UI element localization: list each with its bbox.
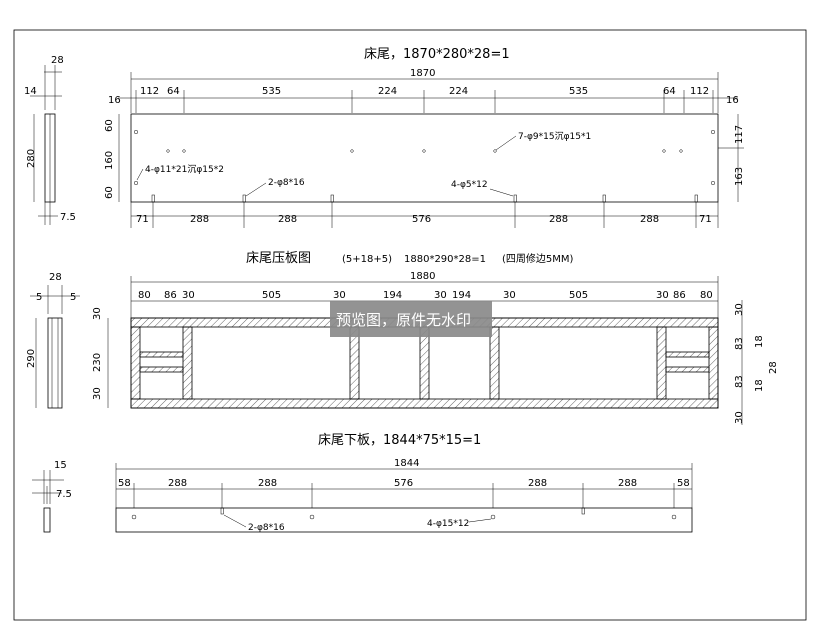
view-3-holes — [131, 507, 677, 520]
dim-label: 288 — [278, 214, 297, 225]
dim-label: 30 — [734, 303, 745, 316]
dim-label: 83 — [734, 337, 745, 350]
dim-label: 14 — [24, 86, 37, 97]
view-1-note-top-holes: 7-φ9*15沉φ15*1 — [518, 131, 591, 142]
view-1-overall-dim: 1870 — [410, 68, 435, 79]
dim-label: 5 — [36, 292, 42, 303]
dim-label: 83 — [734, 375, 745, 388]
view-1-title: 床尾，1870*280*28=1 — [364, 47, 510, 62]
view-3-overall-dim: 1844 — [394, 458, 419, 469]
dim-label: 288 — [528, 478, 547, 489]
dim-label: 288 — [168, 478, 187, 489]
view-3-title: 床尾下板，1844*75*15=1 — [318, 433, 481, 448]
dim-label: 64 — [167, 86, 180, 97]
view-3-note-a: 2-φ8*16 — [248, 523, 285, 533]
dim-label: 80 — [700, 290, 713, 301]
dim-label: 58 — [118, 478, 131, 489]
dim-label: 60 — [104, 186, 115, 199]
dim-label: 280 — [26, 149, 37, 168]
dim-label: 30 — [92, 307, 103, 320]
dim-label: 60 — [104, 119, 115, 132]
dim-label: 194 — [452, 290, 471, 301]
view-1-side: 28 14 280 7.5 — [24, 55, 76, 225]
dim-label: 30 — [734, 411, 745, 424]
dim-label: 576 — [412, 214, 431, 225]
dim-label: 7.5 — [60, 212, 76, 223]
dim-label: 28 — [768, 361, 779, 374]
dim-label: 18 — [754, 335, 765, 348]
dim-label: 288 — [549, 214, 568, 225]
dim-label: 288 — [618, 478, 637, 489]
dim-label: 505 — [569, 290, 588, 301]
dim-label: 505 — [262, 290, 281, 301]
dim-label: 58 — [677, 478, 690, 489]
dim-label: 576 — [394, 478, 413, 489]
dim-label: 112 — [690, 86, 709, 97]
dim-label: 30 — [92, 387, 103, 400]
view-2-pressure-board: 床尾压板图 (5+18+5) 1880*290*28=1 (四周修边5MM) 1… — [26, 251, 779, 425]
dim-label: 30 — [656, 290, 669, 301]
dim-label: 224 — [449, 86, 468, 97]
view-2-remark: (四周修边5MM) — [502, 252, 574, 265]
dim-label: 71 — [136, 214, 149, 225]
view-1-note-bottom-holes-b: 4-φ5*12 — [451, 180, 488, 190]
view-2-spec: (5+18+5) — [342, 254, 392, 265]
dim-label: 288 — [640, 214, 659, 225]
dim-label: 30 — [333, 290, 346, 301]
dim-label: 30 — [503, 290, 516, 301]
view-1-note-counterbore: 4-φ11*21沉φ15*2 — [145, 164, 224, 175]
dim-label: 112 — [140, 86, 159, 97]
dim-label: 30 — [434, 290, 447, 301]
view-3-board — [115, 507, 693, 533]
view-3-lower-board: 床尾下板，1844*75*15=1 1844 58 288 288 576 28… — [32, 433, 693, 533]
dim-label: 194 — [383, 290, 402, 301]
dim-label: 5 — [70, 292, 76, 303]
dim-label: 28 — [49, 272, 62, 283]
dim-label: 80 — [138, 290, 151, 301]
dim-label: 224 — [378, 86, 397, 97]
view-1-note-bottom-holes-a: 2-φ8*16 — [268, 178, 305, 188]
dim-label: 28 — [51, 55, 64, 66]
view-2-size: 1880*290*28=1 — [404, 254, 486, 265]
dim-label: 71 — [699, 214, 712, 225]
dim-label: 535 — [569, 86, 588, 97]
dim-label: 160 — [104, 151, 115, 170]
preview-watermark: 预览图，原件无水印 — [330, 301, 492, 337]
dim-label: 290 — [26, 349, 37, 368]
dim-label: 18 — [754, 379, 765, 392]
sheet-border — [13, 29, 807, 621]
view-2-title: 床尾压板图 — [246, 251, 311, 266]
dim-label: 30 — [182, 290, 195, 301]
view-2-overall-dim: 1880 — [410, 271, 435, 282]
dim-label: 15 — [54, 460, 67, 471]
dim-label: 86 — [673, 290, 686, 301]
dim-label: 64 — [663, 86, 676, 97]
dim-label: 86 — [164, 290, 177, 301]
dim-label: 230 — [92, 353, 103, 372]
watermark-text: 预览图，原件无水印 — [336, 311, 471, 329]
dim-label: 163 — [734, 167, 745, 186]
view-3-note-b: 4-φ15*12 — [427, 519, 469, 529]
dim-label: 288 — [258, 478, 277, 489]
dim-label: 535 — [262, 86, 281, 97]
dim-label: 16 — [726, 95, 739, 106]
view-1-bed-tail: 床尾，1870*280*28=1 1870 16 112 64 535 224 … — [24, 47, 745, 228]
dim-label: 7.5 — [56, 489, 72, 500]
view-3-side: 15 7.5 — [32, 460, 72, 533]
view-1-board — [130, 113, 719, 203]
dim-label: 288 — [190, 214, 209, 225]
dim-label: 117 — [734, 125, 745, 144]
dim-label: 16 — [108, 95, 121, 106]
view-2-side: 28 5 5 290 — [26, 272, 80, 409]
